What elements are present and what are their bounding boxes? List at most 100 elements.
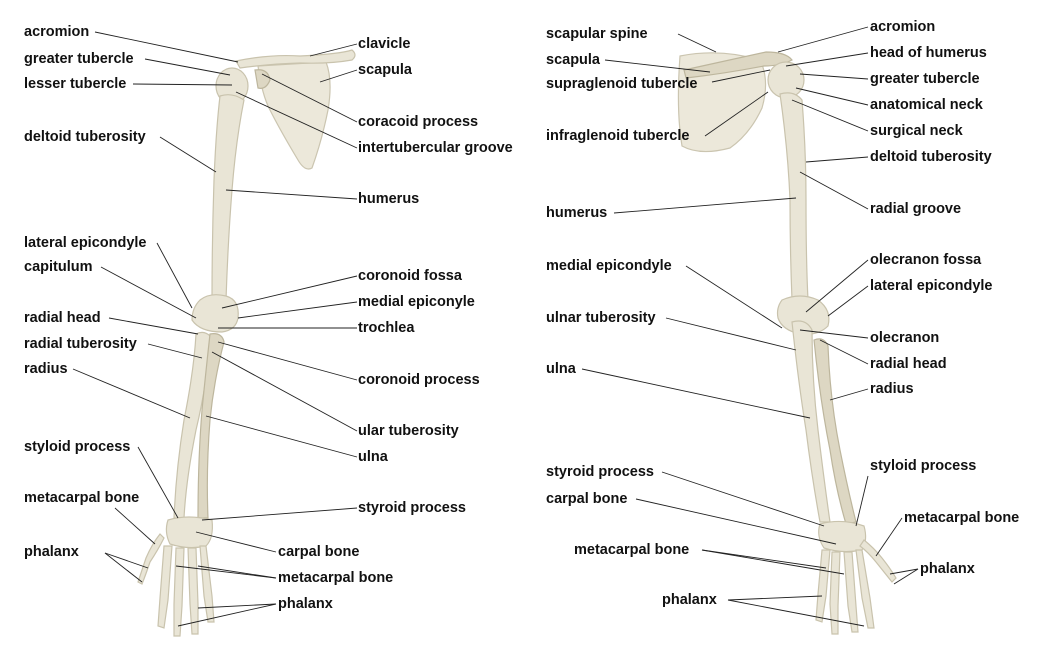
label-phalanx-posterior-left: phalanx <box>662 592 717 608</box>
label-lesser-tubercle-anterior: lesser tubercle <box>24 76 127 92</box>
posterior-radius-bone <box>813 338 857 525</box>
leader-metacarpal-bone-post-1 <box>701 549 827 569</box>
label-radial-groove-posterior: radial groove <box>870 201 962 217</box>
leader-radial-head-ant <box>108 317 199 335</box>
leader-metacarpal-bone-post-2 <box>701 549 845 575</box>
leader-scapula-ant <box>319 69 358 83</box>
label-scapula-posterior: scapula <box>546 52 600 68</box>
label-ulna-posterior: ulna <box>546 361 576 377</box>
leader-olecranon-fossa-post <box>805 259 869 313</box>
leader-head-of-humerus-post <box>785 52 869 67</box>
label-styroid-process-posterior: styroid process <box>546 464 654 480</box>
leader-phalanx-post-2 <box>727 599 865 627</box>
anterior-coracoid-bone <box>254 69 271 89</box>
leader-radial-groove-post <box>799 171 869 210</box>
posterior-finger-4 <box>855 549 875 629</box>
leader-styloid-process-ant <box>137 446 179 519</box>
posterior-finger-2 <box>829 551 841 635</box>
label-medial-epicondyle-posterior: medial epicondyle <box>546 258 672 274</box>
label-radial-head-posterior: radial head <box>870 356 947 372</box>
label-medial-epiconyle-anterior: medial epiconyle <box>358 294 475 310</box>
posterior-ulna-bone <box>791 320 831 523</box>
leader-lesser-tubercle-ant <box>132 83 233 86</box>
leader-radial-head-post <box>819 339 869 365</box>
label-scapular-spine-posterior: scapular spine <box>546 26 648 42</box>
leader-radius-ant <box>72 368 191 419</box>
label-radius-anterior: radius <box>24 361 68 377</box>
leader-infraglenoid-tubercle-post <box>704 91 769 137</box>
leader-anatomical-neck-post <box>795 87 869 106</box>
leader-styloid-process-post <box>855 475 869 527</box>
label-olecranon-fossa-posterior: olecranon fossa <box>870 252 982 268</box>
leader-scapular-spine-post <box>677 33 717 53</box>
label-deltoid-tuberosity-anterior: deltoid tuberosity <box>24 129 146 145</box>
label-head-of-humerus-posterior: head of humerus <box>870 45 987 61</box>
label-metacarpal-bone-posterior-right: metacarpal bone <box>904 510 1020 526</box>
leader-medial-epiconyle-ant <box>237 301 358 319</box>
leader-greater-tubercle-post <box>799 73 869 80</box>
leader-metacarpal-bone-ant <box>114 507 156 545</box>
leader-carpal-bone-ant <box>195 531 277 553</box>
anterior-finger-2 <box>173 547 185 637</box>
anterior-arm-bones <box>137 49 356 637</box>
label-capitulum-anterior: capitulum <box>24 259 93 275</box>
label-styloid-process-anterior: styloid process <box>24 439 131 455</box>
posterior-finger-3 <box>843 551 859 633</box>
leader-greater-tubercle-ant <box>144 58 231 76</box>
label-ulnar-tuberosity-posterior: ulnar tuberosity <box>546 310 656 326</box>
posterior-humerus-bone <box>779 92 809 301</box>
label-surgical-neck-posterior: surgical neck <box>870 123 963 139</box>
anterior-finger-3 <box>187 547 199 635</box>
label-acromion-posterior: acromion <box>870 19 936 35</box>
leader-metacarpal-bone-ant-r1 <box>175 565 277 579</box>
leader-lateral-epicondyle-ant <box>156 242 193 309</box>
label-humerus-anterior: humerus <box>358 191 420 207</box>
label-supraglenoid-tubercle-posterior: supraglenoid tubercle <box>546 76 698 92</box>
posterior-scapula-bone <box>677 52 767 153</box>
leader-coronoid-fossa-ant <box>221 275 358 309</box>
leader-acromion-ant <box>94 31 239 63</box>
leader-phalanx-ant-r1 <box>197 603 277 609</box>
anterior-leader-lines <box>72 31 358 627</box>
leader-surgical-neck-post <box>791 99 869 132</box>
leader-ulnar-tuberosity-post <box>665 317 797 351</box>
label-carpal-bone-anterior: carpal bone <box>278 544 360 560</box>
leader-scapula-post <box>604 59 711 73</box>
leader-olecranon-post <box>799 329 869 339</box>
label-infraglenoid-tubercle-posterior: infraglenoid tubercle <box>546 128 690 144</box>
leader-humerus-post <box>613 197 797 214</box>
anterior-distal-humerus-bone <box>191 294 239 333</box>
anterior-humerus-bone <box>211 94 245 301</box>
leader-radius-post <box>829 388 869 401</box>
leader-clavicle-ant <box>309 43 358 57</box>
label-phalanx-anterior-right: phalanx <box>278 596 333 612</box>
leader-ulna-post <box>581 368 811 419</box>
leader-intertubercular-groove-ant <box>235 91 358 149</box>
leader-phalanx-post-r1 <box>889 568 919 575</box>
posterior-carpal-bones <box>818 520 867 553</box>
leader-humerus-ant <box>225 189 358 200</box>
leader-styroid-process-ant <box>201 507 358 521</box>
label-metacarpal-bone-anterior-left: metacarpal bone <box>24 490 140 506</box>
label-trochlea-anterior: trochlea <box>358 320 415 336</box>
posterior-scapular-spine-bone <box>683 51 793 79</box>
label-radius-posterior: radius <box>870 381 914 397</box>
label-styroid-process-anterior: styroid process <box>358 500 466 516</box>
label-phalanx-anterior-left: phalanx <box>24 544 79 560</box>
label-lateral-epicondyle-posterior: lateral epicondyle <box>870 278 993 294</box>
leader-phalanx-post-r2 <box>893 568 919 585</box>
label-metacarpal-bone-anterior-right: metacarpal bone <box>278 570 394 586</box>
anterior-thumb-bones <box>137 533 165 585</box>
label-intertubercular-groove-anterior: intertubercular groove <box>358 140 513 156</box>
label-coracoid-process-anterior: coracoid process <box>358 114 479 130</box>
label-lateral-epicondyle-anterior: lateral epicondyle <box>24 235 147 251</box>
label-olecranon-posterior: olecranon <box>870 330 940 346</box>
leader-coracoid-process-ant <box>261 73 358 123</box>
leader-supraglenoid-tubercle-post <box>711 69 771 83</box>
label-clavicle-anterior: clavicle <box>358 36 411 52</box>
label-scapula-anterior: scapula <box>358 62 412 78</box>
label-ulna-anterior: ulna <box>358 449 388 465</box>
posterior-leader-lines <box>581 26 919 627</box>
leader-metacarpal-bone-post-r <box>875 517 903 557</box>
